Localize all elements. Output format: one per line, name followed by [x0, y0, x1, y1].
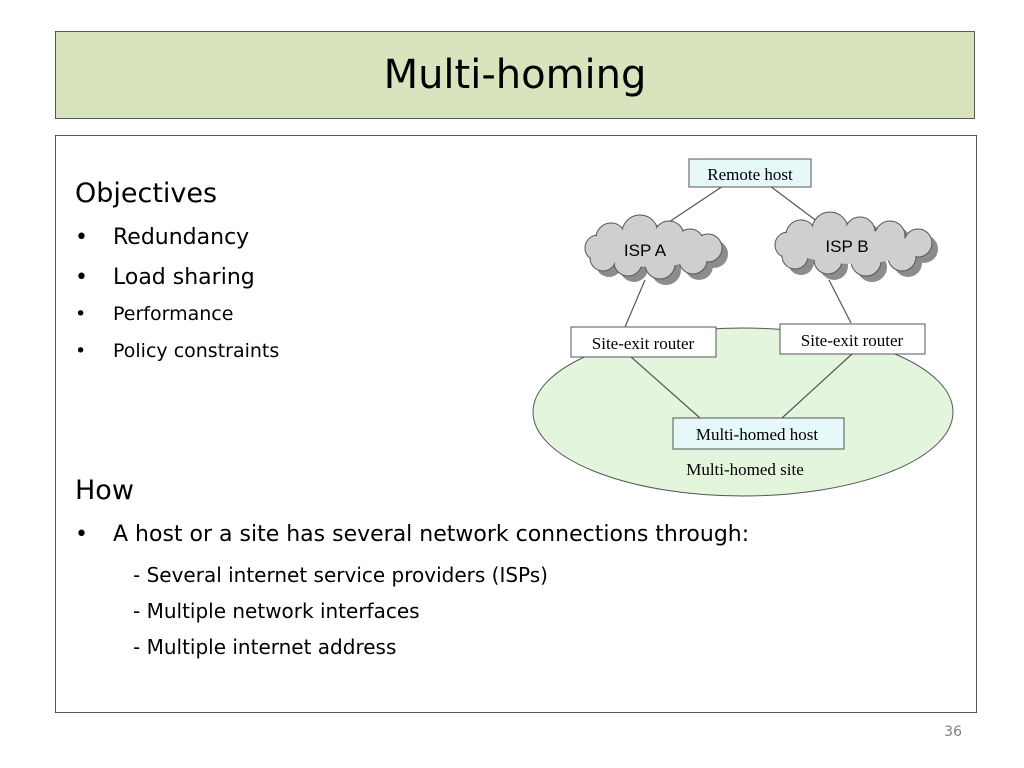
multi-homed-host-box: [672, 417, 845, 450]
page-number: 36: [944, 724, 962, 740]
list-item: - Several internet service providers (IS…: [133, 563, 548, 587]
objective-policy-constraints: Policy constraints: [113, 340, 280, 362]
router-left-label: Site-exit router: [592, 334, 695, 353]
objective-redundancy: Redundancy: [113, 225, 250, 250]
list-item: • Redundancy: [75, 224, 279, 264]
isp-a-cloud: ISP A: [584, 214, 728, 285]
how-heading: How: [75, 475, 134, 506]
cloud-fill: [586, 216, 721, 278]
bullet-icon: •: [75, 303, 87, 325]
remote-host-label: Remote host: [707, 165, 793, 184]
objectives-heading: Objectives: [75, 178, 218, 209]
multi-homed-host-label: Multi-homed host: [696, 425, 819, 444]
list-item: - Multiple network interfaces: [133, 599, 420, 623]
isp-b-label: ISP B: [825, 237, 868, 256]
list-item: • Load sharing: [75, 264, 279, 302]
list-item: • Performance: [75, 302, 279, 339]
router-left-box: [570, 326, 717, 358]
how-list: • A host or a site has several network c…: [75, 520, 749, 554]
isp-b-cloud: ISP B: [774, 211, 938, 282]
isp-a-label: ISP A: [624, 241, 667, 260]
objectives-list: • Redundancy • Load sharing • Performanc…: [75, 224, 279, 369]
bullet-icon: •: [75, 340, 87, 362]
slide-title-bar: Multi-homing: [55, 31, 975, 119]
link-isp-b-to-router-right: [828, 279, 852, 324]
objective-load-sharing: Load sharing: [113, 265, 255, 290]
list-item: • A host or a site has several network c…: [75, 520, 749, 554]
remote-host-box: [688, 158, 812, 188]
bullet-icon: •: [75, 522, 88, 547]
how-main-point: A host or a site has several network con…: [113, 522, 750, 547]
router-right-label: Site-exit router: [801, 331, 904, 350]
bullet-icon: •: [75, 225, 88, 250]
bullet-icon: •: [75, 265, 88, 290]
multi-homed-site-label: Multi-homed site: [686, 460, 804, 479]
cloud-fill: [776, 213, 931, 275]
list-item: • Policy constraints: [75, 339, 279, 369]
link-router-left-to-host: [629, 355, 701, 419]
link-isp-a-to-router-left: [624, 279, 646, 328]
slide-title: Multi-homing: [383, 52, 647, 98]
router-right-box: [779, 323, 926, 355]
list-item: - Multiple internet address: [133, 635, 397, 659]
how-sub-list: - Several internet service providers (IS…: [133, 557, 548, 665]
objective-performance: Performance: [113, 303, 234, 325]
link-router-right-to-host: [781, 353, 853, 419]
multi-homed-site-area: [532, 327, 954, 497]
